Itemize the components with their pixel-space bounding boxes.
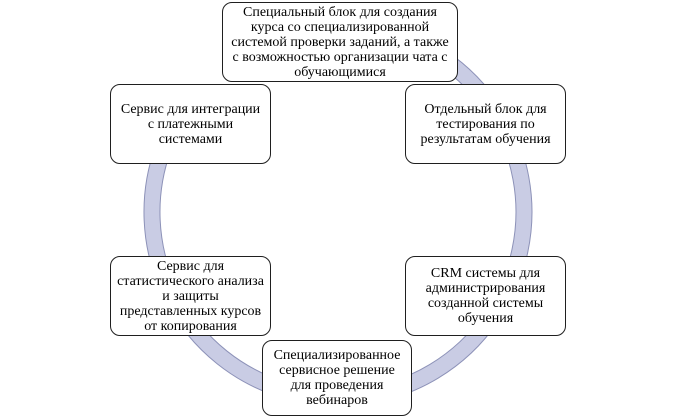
- node-crm-system-label: CRM системы для администрирования создан…: [425, 266, 546, 326]
- node-crm-system: CRM системы для администрирования создан…: [405, 256, 566, 336]
- node-course-creation-block-label: Специальный блок для создания курса со с…: [231, 4, 449, 80]
- node-testing-block-label: Отдельный блок для тестирования по резул…: [420, 101, 551, 147]
- node-course-creation-block: Специальный блок для создания курса со с…: [222, 2, 458, 82]
- node-testing-block: Отдельный блок для тестирования по резул…: [405, 84, 566, 164]
- node-statistics-protection-service: Сервис для статистического анализа и защ…: [110, 256, 271, 336]
- node-statistics-protection-service-label: Сервис для статистического анализа и защ…: [117, 258, 264, 334]
- node-payment-integration-service: Сервис для интеграции с платежными систе…: [110, 84, 271, 164]
- node-webinar-service-label: Специализированное сервисное решение для…: [273, 348, 401, 408]
- node-webinar-service: Специализированное сервисное решение для…: [262, 340, 412, 416]
- node-payment-integration-service-label: Сервис для интеграции с платежными систе…: [120, 101, 261, 147]
